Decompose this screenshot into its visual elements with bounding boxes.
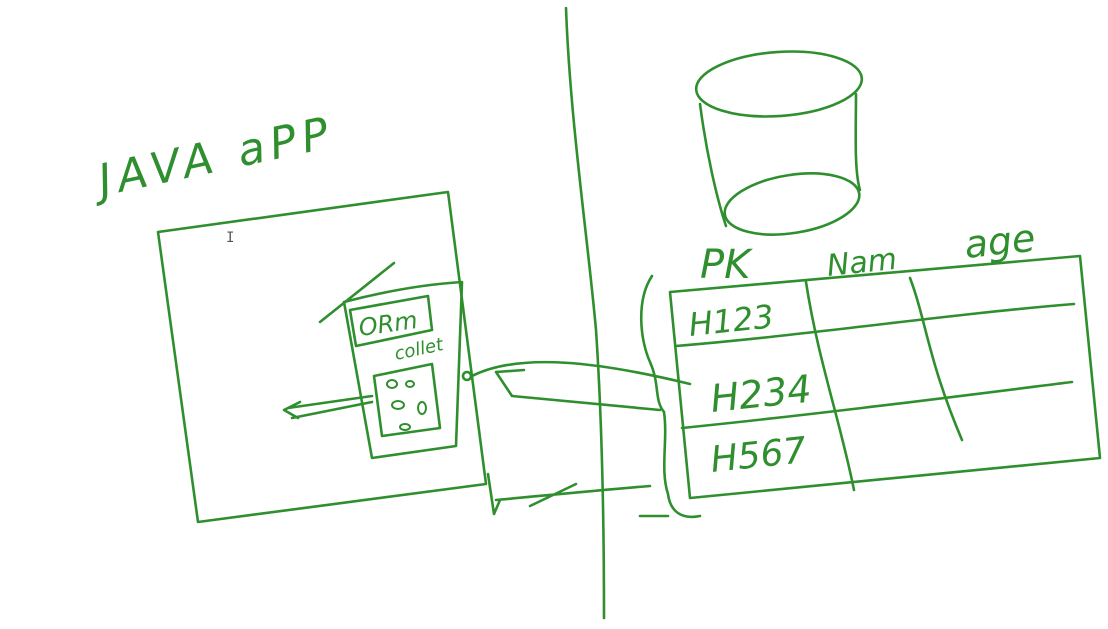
table-header-name: Nam — [825, 242, 898, 284]
orm-label: ORm — [357, 306, 419, 342]
slash-mark — [318, 261, 396, 324]
table-cell-pk-row3: H567 — [709, 430, 809, 481]
table-header-pk: PK — [700, 242, 753, 288]
connection-dot — [461, 370, 473, 382]
table-header-age: age — [962, 216, 1037, 267]
table-cell-pk-row1: H123 — [687, 297, 776, 344]
inner-container-box — [342, 280, 464, 460]
text-cursor-icon: I — [226, 230, 234, 246]
divider-line — [564, 6, 606, 620]
java-app-box — [156, 190, 488, 524]
row-to-app-arrowhead — [494, 368, 662, 412]
collection-objects — [386, 379, 427, 431]
data-table-grid — [668, 254, 1102, 500]
collection-box — [372, 362, 442, 438]
database-cylinder-icon — [694, 50, 864, 236]
collection-label: collet — [393, 334, 446, 365]
left-arrow — [282, 394, 374, 420]
row-to-app-arrow — [470, 360, 692, 386]
java-app-title: JAVA aPP — [86, 107, 339, 208]
blocked-connection — [486, 472, 670, 518]
orm-box — [348, 294, 434, 348]
table-bracket — [639, 274, 702, 519]
table-cell-pk-row2: H234 — [708, 367, 813, 421]
